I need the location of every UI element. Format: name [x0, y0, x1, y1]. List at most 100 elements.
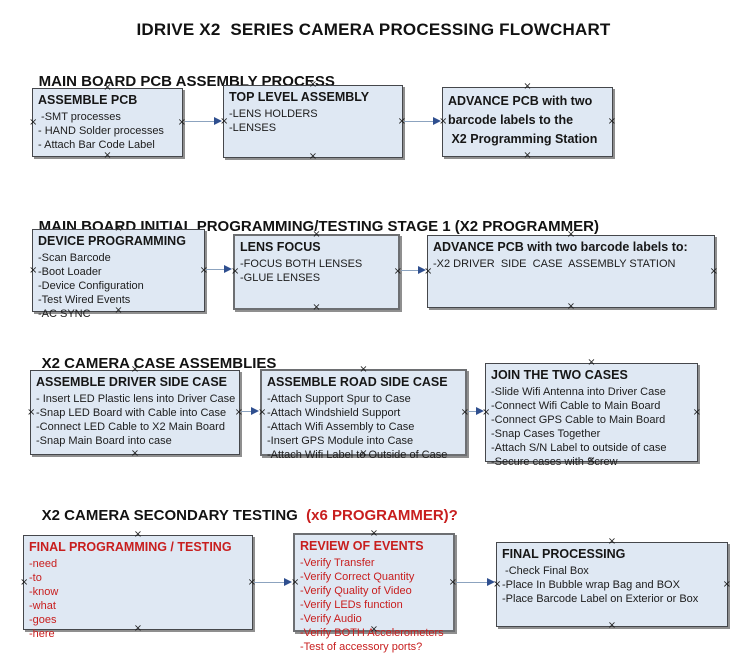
- arrow-head-icon: [476, 407, 484, 415]
- arrow-head-icon: [251, 407, 259, 415]
- box-assemble-driver-side-case[interactable]: ASSEMBLE DRIVER SIDE CASE - Insert LED P…: [27, 365, 243, 459]
- box-item: -Attach Support Spur to Case: [267, 393, 411, 405]
- box-title: REVIEW OF EVENTS: [300, 539, 424, 553]
- box-item: -AC SYNC: [38, 308, 91, 320]
- box-item: -Attach Windshield Support: [267, 407, 401, 419]
- box-item: - Attach Bar Code Label: [38, 139, 155, 151]
- box-item: -GLUE LENSES: [240, 272, 321, 284]
- flow-arrow: [241, 407, 259, 416]
- arrow-head-icon: [487, 578, 495, 586]
- anchor-x-icon: ×: [291, 576, 300, 588]
- box-item: -Snap LED Board with Cable into Case: [36, 407, 227, 419]
- box-final-processing[interactable]: FINAL PROCESSING -Check Final Box -Place…: [493, 536, 731, 631]
- arrow-shaft: [241, 410, 253, 413]
- box-item: -know: [29, 586, 59, 598]
- box-item: -Attach Wifi Label to Outside of Case: [267, 449, 448, 461]
- box-item: -Connect GPS Cable to Main Board: [491, 414, 666, 426]
- box-title: FINAL PROCESSING: [502, 547, 626, 561]
- box-item: -Insert GPS Module into Case: [267, 435, 414, 447]
- box-title: ADVANCE PCB with two barcode labels to:: [433, 240, 688, 254]
- box-item: -Place Barcode Label on Exterior or Box: [502, 593, 699, 605]
- anchor-x-icon: ×: [20, 576, 29, 588]
- anchor-x-icon: ×: [231, 266, 240, 277]
- anchor-x-icon: ×: [607, 536, 617, 547]
- box-advance-pcb-to-programming-station[interactable]: ADVANCE PCB with two barcode labels to t…: [439, 81, 616, 161]
- flow-arrow: [468, 407, 484, 416]
- box-bold-line: ADVANCE PCB with two: [448, 94, 593, 108]
- arrow-shaft: [401, 269, 420, 272]
- anchor-x-icon: ×: [130, 448, 140, 459]
- box-item: -Scan Barcode: [38, 252, 111, 264]
- flow-arrow: [206, 265, 232, 274]
- page-title: IDRIVE X2 SERIES CAMERA PROCESSING FLOWC…: [136, 20, 611, 39]
- box-top-level-assembly[interactable]: TOP LEVEL ASSEMBLY -LENS HOLDERS -LENSES…: [220, 80, 406, 162]
- box-item: -FOCUS BOTH LENSES: [240, 258, 363, 270]
- box-title: TOP LEVEL ASSEMBLY: [229, 90, 370, 104]
- anchor-x-icon: ×: [359, 364, 368, 375]
- arrow-head-icon: [418, 266, 426, 274]
- box-join-the-two-cases[interactable]: JOIN THE TWO CASES -Slide Wifi Antenna i…: [482, 358, 701, 469]
- box-item: -Place In Bubble wrap Bag and BOX: [502, 579, 680, 591]
- box-item: -Check Final Box: [502, 565, 589, 577]
- arrow-head-icon: [433, 117, 441, 125]
- box-device-programming[interactable]: DEVICE PROGRAMMING -Scan Barcode -Boot L…: [29, 224, 208, 321]
- box-item: -Boot Loader: [38, 266, 102, 278]
- box-title: FINAL PROGRAMMING / TESTING: [29, 540, 232, 554]
- box-item: -Connect LED Cable to X2 Main Board: [36, 421, 225, 433]
- box-bold-line: X2 Programming Station: [448, 132, 598, 146]
- box-review-of-events[interactable]: REVIEW OF EVENTS -Verify Transfer -Verif…: [291, 529, 457, 654]
- box-item: -LENS HOLDERS: [229, 108, 318, 120]
- box-item: - HAND Solder processes: [38, 125, 164, 137]
- box-item: -Attach Wifi Assembly to Case: [267, 421, 415, 433]
- anchor-x-icon: ×: [258, 406, 267, 418]
- box-item: -Verify Quality of Video: [300, 585, 412, 597]
- box-item: -need: [29, 558, 58, 570]
- arrow-shaft: [456, 581, 489, 584]
- flow-arrow: [254, 578, 292, 587]
- box-item: -Slide Wifi Antenna into Driver Case: [491, 386, 666, 398]
- box-title: LENS FOCUS: [240, 240, 321, 254]
- flow-arrow: [185, 117, 222, 126]
- section-heading-case-assemblies: X2 CAMERA CASE ASSEMBLIES: [25, 338, 277, 389]
- section-heading-text: X2 CAMERA SECONDARY TESTING: [41, 507, 307, 524]
- box-advance-pcb-to-driver-side-station[interactable]: ADVANCE PCB with two barcode labels to: …: [424, 230, 718, 312]
- box-assemble-road-side-case[interactable]: ASSEMBLE ROAD SIDE CASE -Attach Support …: [258, 364, 469, 462]
- box-item: -Verify Transfer: [300, 557, 375, 569]
- box-item: -Verify BOTH Accelerometers: [300, 627, 444, 639]
- section-heading-red-text: (x6 PROGRAMMER)?: [306, 507, 458, 524]
- box-item: -SMT processes: [38, 111, 121, 123]
- box-item: -to: [29, 572, 42, 584]
- arrow-head-icon: [214, 117, 222, 125]
- flow-arrow: [456, 578, 495, 587]
- anchor-x-icon: ×: [523, 150, 532, 161]
- box-final-programming-testing[interactable]: FINAL PROGRAMMING / TESTING -need -to -k…: [20, 530, 256, 641]
- box-item: -Test Wired Events: [38, 294, 131, 306]
- box-assemble-pcb[interactable]: ASSEMBLE PCB -SMT processes - HAND Solde…: [29, 83, 186, 161]
- box-title: ASSEMBLE DRIVER SIDE CASE: [36, 375, 228, 389]
- box-item: -here: [29, 628, 55, 640]
- box-title: ASSEMBLE PCB: [38, 93, 138, 107]
- box-item: -Verify LEDs function: [300, 599, 403, 611]
- anchor-x-icon: ×: [566, 301, 576, 312]
- box-item: -Test of accessory ports?: [300, 641, 423, 653]
- anchor-x-icon: ×: [27, 406, 36, 418]
- box-item: -Device Configuration: [38, 280, 144, 292]
- box-item: -Attach S/N Label to outside of case: [491, 442, 667, 454]
- box-lens-focus[interactable]: LENS FOCUS -FOCUS BOTH LENSES -GLUE LENS…: [231, 230, 402, 313]
- anchor-x-icon: ×: [29, 264, 38, 276]
- section-heading-text: X2 CAMERA CASE ASSEMBLIES: [41, 355, 277, 372]
- section-heading-secondary-testing: X2 CAMERA SECONDARY TESTING (x6 PROGRAMM…: [25, 490, 458, 541]
- arrow-shaft: [468, 410, 478, 413]
- anchor-x-icon: ×: [312, 302, 321, 313]
- flow-arrow: [404, 117, 441, 126]
- anchor-x-icon: ×: [29, 116, 38, 128]
- box-item: -Verify Correct Quantity: [300, 571, 415, 583]
- box-item: -goes: [29, 614, 57, 626]
- arrow-shaft: [206, 268, 226, 271]
- box-item: -Snap Main Board into case: [36, 435, 172, 447]
- box-item: -Verify Audio: [300, 613, 362, 625]
- anchor-x-icon: ×: [523, 81, 532, 92]
- anchor-x-icon: ×: [103, 150, 112, 161]
- box-item: -what: [29, 600, 56, 612]
